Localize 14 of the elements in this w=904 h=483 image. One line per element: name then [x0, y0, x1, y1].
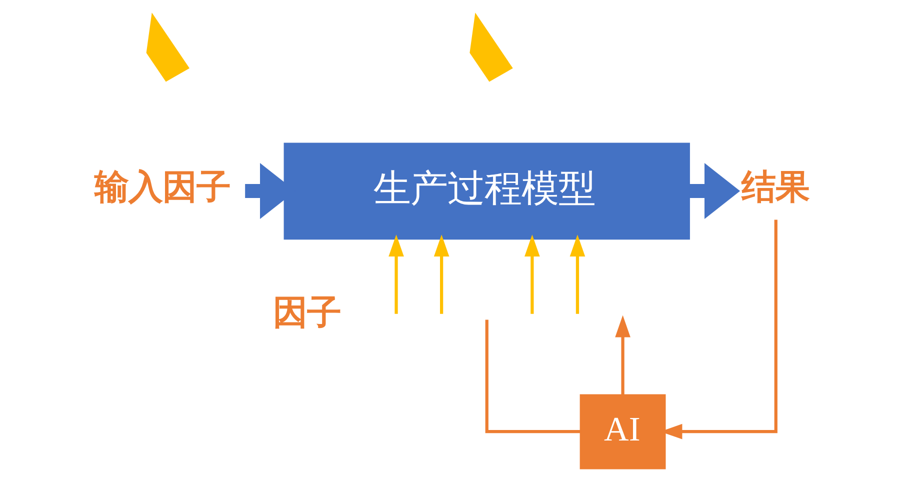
node-lightning	[146, 12, 189, 82]
node-lightning	[469, 12, 512, 82]
arrow	[614, 315, 630, 395]
node-box: AI	[579, 394, 666, 470]
arrow	[569, 234, 585, 314]
node-text: 结果	[741, 167, 810, 208]
arrow	[689, 163, 740, 220]
arrow	[388, 234, 404, 314]
node-text: 输入因子	[94, 167, 230, 208]
node-box: 生产过程模型	[283, 142, 690, 240]
arrow	[433, 234, 449, 314]
arrow	[524, 234, 540, 314]
connector	[484, 320, 580, 434]
label: 因子	[272, 293, 340, 334]
